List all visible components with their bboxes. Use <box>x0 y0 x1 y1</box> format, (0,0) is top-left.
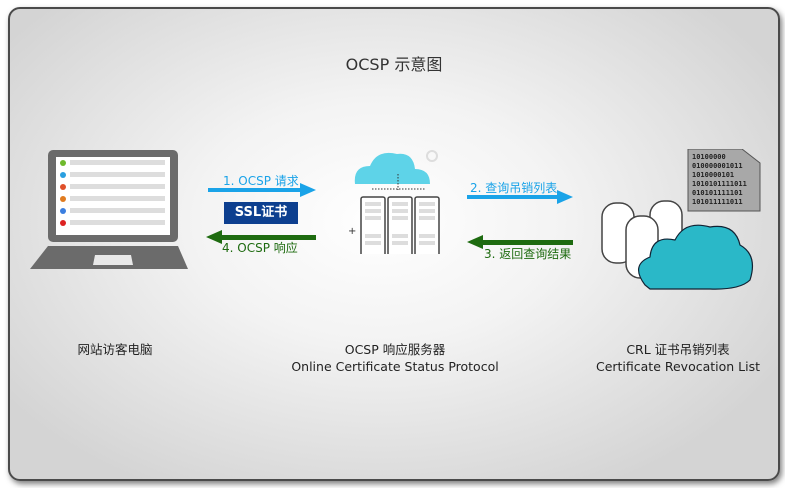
client-label: 网站访客电脑 <box>77 342 153 357</box>
diagram-title: OCSP 示意图 <box>345 55 443 74</box>
crl-database-cloud-icon: 10100000 010000001011 1010000101 1010101… <box>601 149 761 290</box>
request-arrow <box>208 183 316 197</box>
response-arrow <box>206 230 316 244</box>
step3-label: 3. 返回查询结果 <box>484 247 572 261</box>
step2-label: 2. 查询吊销列表 <box>470 181 558 195</box>
step4-label: 4. OCSP 响应 <box>222 241 298 255</box>
ocsp-sublabel: Online Certificate Status Protocol <box>291 359 499 374</box>
crl-label: CRL 证书吊销列表 <box>626 342 730 357</box>
query-arrow <box>467 190 573 204</box>
ocsp-server-icon: + <box>348 150 440 254</box>
crl-sublabel: Certificate Revocation List <box>595 359 761 374</box>
svg-text:1010000101: 1010000101 <box>692 171 734 179</box>
svg-text:101011111011: 101011111011 <box>692 198 743 206</box>
step1-label: 1. OCSP 请求 <box>223 174 299 188</box>
svg-text:+: + <box>348 226 356 237</box>
svg-text:010101111101: 010101111101 <box>692 189 743 197</box>
ocsp-label: OCSP 响应服务器 <box>344 342 446 357</box>
svg-text:10100000: 10100000 <box>692 153 726 161</box>
svg-text:1010101111011: 1010101111011 <box>692 180 747 188</box>
diagram-frame: OCSP 示意图 1. OCSP 请求 SSL证书 4. OCSP 响应 <box>8 7 780 481</box>
svg-text:010000001011: 010000001011 <box>692 162 743 170</box>
ssl-certificate-badge: SSL证书 <box>224 202 298 224</box>
laptop-icon <box>30 150 188 269</box>
result-arrow <box>467 235 573 249</box>
